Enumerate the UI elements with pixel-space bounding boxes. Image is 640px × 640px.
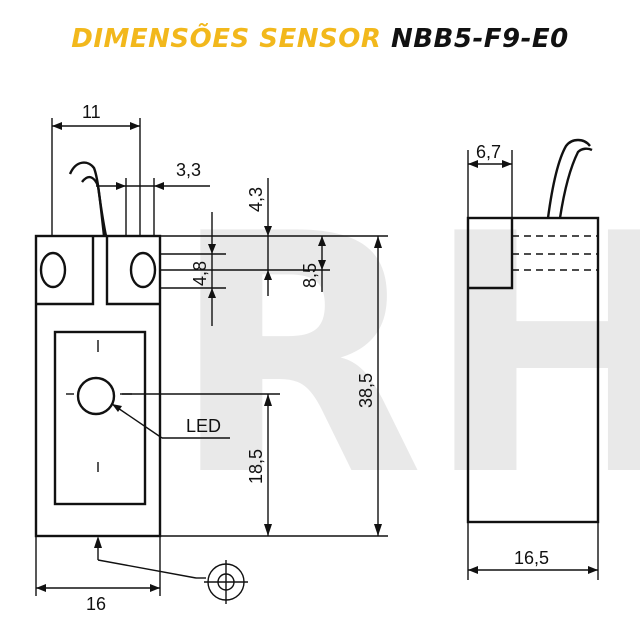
position-leader xyxy=(94,536,206,579)
sensing-face xyxy=(53,330,147,506)
dim-33: 3,3 xyxy=(96,160,210,190)
side-view: 6,7 16,5 xyxy=(466,138,600,580)
dim-85: 8,5 xyxy=(300,236,326,292)
watermark: RH xyxy=(170,164,640,548)
dim-11-label: 11 xyxy=(82,102,101,122)
dim-67-label: 6,7 xyxy=(476,142,501,162)
dim-16: 16 xyxy=(35,536,161,614)
dim-385-label: 38,5 xyxy=(356,373,376,408)
side-cable-inner xyxy=(558,147,593,219)
dim-385: 38,5 xyxy=(356,236,382,536)
side-step xyxy=(468,218,514,290)
title-part-2: NBB5-F9-E0 xyxy=(390,24,569,54)
dim-185-label: 18,5 xyxy=(246,449,266,484)
front-view xyxy=(34,118,162,538)
target-crosshair-icon xyxy=(204,560,248,604)
led-indicator xyxy=(76,376,116,416)
dim-43-label: 4,3 xyxy=(246,187,266,212)
side-body-outline xyxy=(466,216,600,524)
dim-185: 18,5 xyxy=(246,394,272,536)
page-title: DIMENSÕES SENSOR NBB5-F9-E0 xyxy=(0,24,640,54)
led-leader: LED xyxy=(111,403,230,439)
dim-43: 4,3 xyxy=(246,178,272,296)
dim-85-label: 8,5 xyxy=(300,263,320,288)
ref-lines xyxy=(122,235,388,537)
dim-33-label: 3,3 xyxy=(176,160,201,180)
mounting-hole-right xyxy=(129,251,157,289)
dim-16-label: 16 xyxy=(86,594,106,614)
title-part-1: DIMENSÕES SENSOR xyxy=(71,24,382,54)
dim-48: 4,8 xyxy=(190,212,216,326)
mounting-hole-left xyxy=(39,251,67,289)
front-mounting-notch xyxy=(36,236,160,306)
led-label: LED xyxy=(186,416,221,436)
dim-48-label: 4,8 xyxy=(190,261,210,286)
side-cable xyxy=(546,138,591,219)
dim-165-label: 16,5 xyxy=(514,548,549,568)
dim-11: 11 xyxy=(52,102,140,130)
